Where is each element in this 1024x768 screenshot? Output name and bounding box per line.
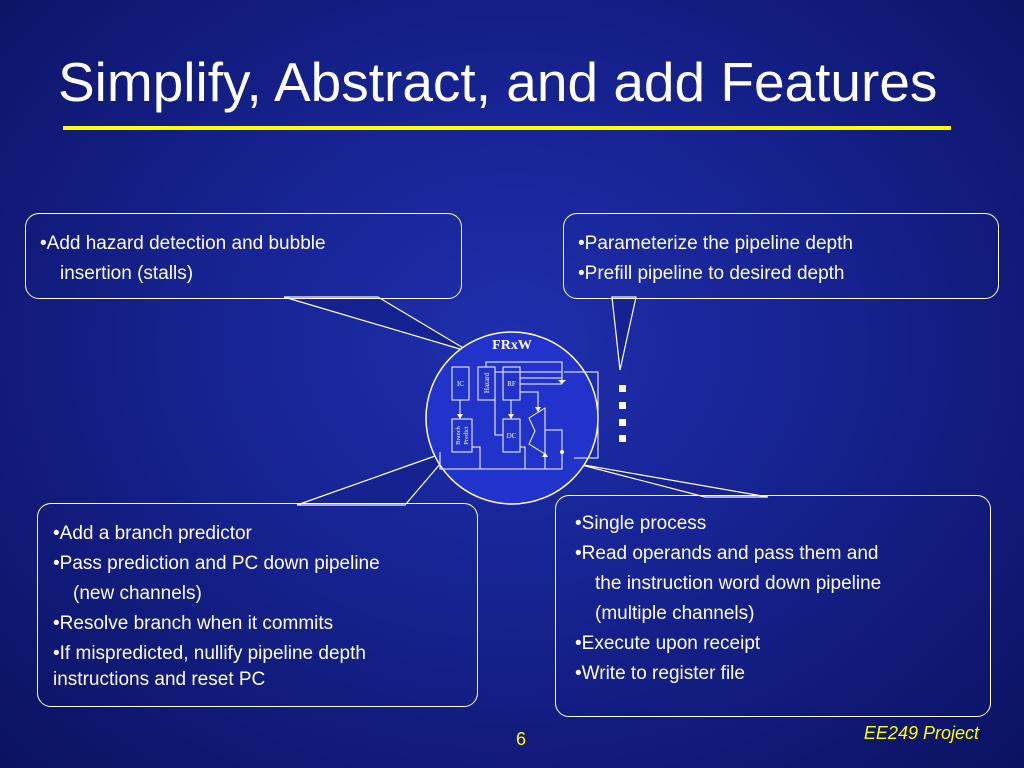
list-item: •Prefill pipeline to desired depth [578, 259, 998, 289]
junction-dot [560, 450, 564, 454]
list-item: •Single process [575, 509, 990, 539]
block-branch-predict [451, 418, 473, 453]
block-dc-label: DC [507, 432, 517, 440]
block-rf-label: RF [507, 380, 516, 388]
footer-project: EE249 Project [863, 723, 979, 743]
wire-bottom-bus [452, 452, 563, 470]
item-text-continued: insertion (stalls) [60, 263, 194, 284]
callout-single-process: •Single process •Read operands and pass … [555, 495, 991, 717]
item-text: Prefill pipeline to desired depth [584, 263, 845, 284]
bullet: • [575, 513, 582, 534]
item-text-continued: the instruction word down pipeline [595, 573, 882, 594]
block-ic-label: IC [457, 380, 464, 388]
item-text: Execute upon receipt [581, 633, 761, 654]
list-item: •Resolve branch when it commits [53, 609, 477, 639]
wire-right-out [564, 371, 599, 459]
wire-dc-in [494, 400, 503, 436]
diagram-circle [425, 331, 599, 505]
right-ports [619, 385, 626, 442]
bullet: • [578, 263, 585, 284]
block-branch-predict-label-1: Branch [455, 425, 462, 445]
arrow-2 [535, 407, 541, 412]
item-text: Parameterize the pipeline depth [584, 233, 853, 254]
arrow-1 [558, 380, 566, 384]
list-item: •Pass prediction and PC down pipeline (n… [53, 549, 477, 609]
bullet: • [53, 553, 60, 574]
bullet: • [575, 543, 582, 564]
bullet: • [575, 633, 582, 654]
list-item: •Read operands and pass them and the ins… [575, 539, 990, 629]
bullet: • [40, 233, 47, 254]
arrow-3 [508, 414, 514, 419]
callout-hazard-detection: •Add hazard detection and bubble inserti… [25, 213, 462, 299]
port-1 [619, 385, 626, 392]
callout-branch-predictor: •Add a branch predictor •Pass prediction… [37, 503, 478, 707]
wire-dc-out [520, 446, 526, 469]
block-branch-predict-label-2: Predict [463, 426, 470, 445]
wire-top-bus-1 [485, 361, 563, 384]
item-text: If mispredicted, nullify pipeline depth [59, 643, 366, 664]
callout-pipeline-depth: •Parameterize the pipeline depth •Prefil… [563, 213, 999, 299]
port-2 [619, 402, 626, 409]
block-hazard-label: Hazard [483, 372, 491, 393]
item-text-continued: (multiple channels) [595, 603, 755, 624]
wire-rf-to-alu [520, 391, 539, 412]
item-text-continued: (new channels) [73, 583, 202, 604]
slide-title: Simplify, Abstract, and add Features [58, 51, 938, 113]
list-item: •Add a branch predictor [53, 519, 477, 549]
list-item: •Add hazard detection and bubble inserti… [40, 229, 461, 289]
bullet: • [575, 663, 582, 684]
wire-bp-out [472, 446, 481, 469]
title-underline [63, 126, 951, 130]
item-text: Pass prediction and PC down pipeline [59, 553, 380, 574]
page-number: 6 [516, 729, 527, 749]
bullet: • [578, 233, 585, 254]
arrow-5 [542, 452, 548, 457]
bullet: • [53, 643, 60, 664]
wire-left-feed [439, 452, 452, 470]
list-item: •Execute upon receipt [575, 629, 990, 659]
list-item: •Write to register file [575, 659, 990, 689]
port-4 [619, 435, 626, 442]
list-item: •If mispredicted, nullify pipeline depth… [53, 639, 477, 691]
item-text: Read operands and pass them and [581, 543, 879, 564]
item-text: Add hazard detection and bubble [46, 233, 326, 254]
diagram-label: FRxW [492, 338, 532, 353]
item-text: Single process [581, 513, 707, 534]
bullet: • [53, 523, 60, 544]
item-text: Add a branch predictor [59, 523, 252, 544]
bullet: • [53, 613, 60, 634]
item-text: Resolve branch when it commits [59, 613, 334, 634]
list-item: •Parameterize the pipeline depth [578, 229, 998, 259]
item-text: Write to register file [581, 663, 745, 684]
item-text-continued: instructions and reset PC [53, 669, 266, 690]
port-3 [619, 419, 626, 426]
alu-shape [528, 407, 546, 455]
arrow-4 [457, 414, 463, 419]
wire-alu-out [545, 429, 563, 452]
